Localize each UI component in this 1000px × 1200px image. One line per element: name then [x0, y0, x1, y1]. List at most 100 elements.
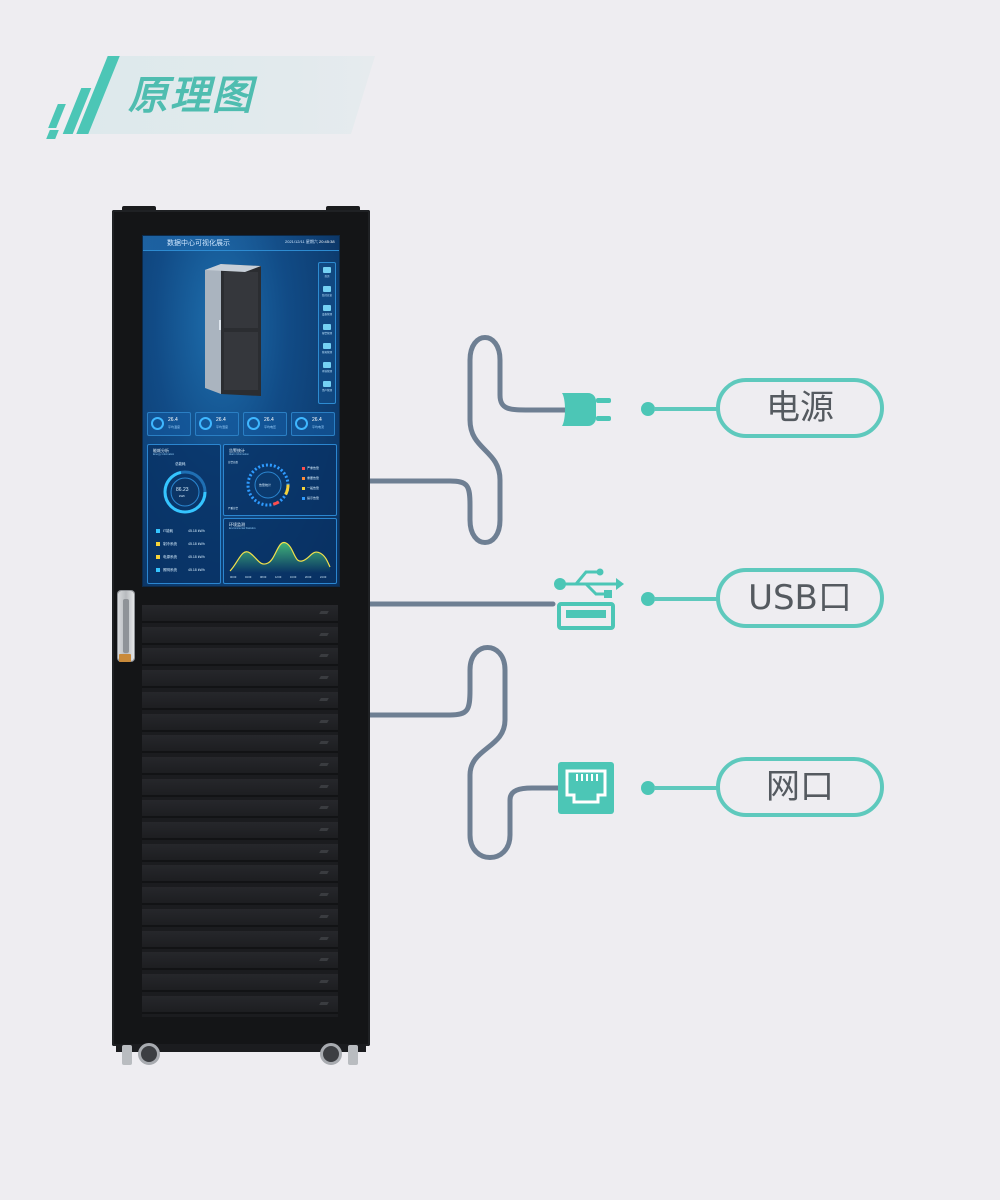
x-tick: 16:00	[290, 576, 297, 579]
drawer-notch	[319, 654, 329, 658]
ring-unit: kWh	[179, 494, 185, 498]
drawer-notch	[319, 719, 329, 723]
drawer-unit	[142, 778, 338, 797]
cabinet-base	[116, 1044, 366, 1052]
drawer-notch	[319, 697, 329, 701]
cabinet-top-cap	[122, 206, 156, 212]
home-icon	[323, 267, 331, 273]
network-cable	[367, 645, 561, 860]
drawer-unit	[142, 713, 338, 732]
drawer-unit	[142, 822, 338, 840]
drawer-notch	[319, 632, 329, 636]
ethernet-port-icon	[558, 762, 614, 814]
ring-value: 86.23	[176, 487, 189, 493]
drawer-unit	[142, 865, 338, 884]
drawer-notch	[319, 871, 329, 875]
legend-swatch	[156, 529, 160, 533]
power-cable	[367, 335, 568, 545]
energy-row-name: IT能耗	[163, 529, 174, 533]
asset-icon	[323, 381, 331, 387]
screen-title: 数据中心可视化展示	[167, 240, 230, 247]
drawer-notch	[319, 784, 329, 788]
drawer-unit	[142, 626, 338, 645]
metric-label: 平均湿度	[216, 425, 229, 429]
screen-header: 数据中心可视化展示 2021/12/11 星期六 20:45:38	[143, 236, 339, 251]
drawer-unit	[142, 691, 338, 710]
energy-row-value: 45.18 kWh	[188, 555, 205, 559]
metric-card: 26.4 平均温度	[147, 412, 191, 436]
legend-swatch	[302, 467, 305, 470]
cabinet-top-cap	[326, 206, 360, 212]
metric-label: 平均电压	[264, 425, 277, 429]
side-nav-label: 首页	[324, 275, 330, 278]
leveling-foot	[122, 1045, 132, 1065]
connector-dot	[641, 781, 655, 795]
energy-row-value: 45.18 kWh	[188, 542, 205, 546]
metric-card: 26.4 平均电压	[243, 412, 287, 436]
alarm-legend: 一般告警	[307, 486, 320, 490]
drawer-notch	[319, 611, 329, 614]
side-nav-label: 能耗管理	[321, 351, 332, 354]
panel-title: 环境监测	[229, 522, 245, 527]
side-nav-label: 报警管理	[321, 332, 332, 335]
alarm-ring	[246, 463, 290, 507]
panel-title: 能耗分析	[153, 448, 169, 453]
gauge-icon	[199, 417, 212, 430]
side-nav-label: 设备管理	[321, 313, 332, 316]
door-handle[interactable]	[118, 591, 134, 661]
power-plug-icon	[562, 393, 611, 426]
alarm-center-label: 告警统计	[259, 483, 272, 487]
energy-panel: 能耗分析 Energy Information 总能耗 86.23 kWh IT…	[147, 444, 221, 584]
drawer-unit	[142, 605, 338, 623]
energy-row-name: 照明系统	[163, 568, 177, 572]
caster-wheel	[138, 1043, 160, 1065]
metric-label: 平均温度	[168, 425, 181, 429]
rack-3d-image	[205, 264, 261, 396]
drawer-notch	[319, 762, 329, 766]
connector-dot	[641, 592, 655, 606]
drawer-unit	[142, 887, 338, 906]
drawer-unit	[142, 930, 338, 949]
legend-swatch	[156, 555, 160, 559]
door-handle-grip	[123, 599, 129, 653]
ring-label: 总能耗	[175, 462, 186, 466]
drawer-unit	[142, 735, 338, 754]
screen-date: 2021/12/11 星期六	[285, 239, 318, 244]
environment-icon	[323, 362, 331, 368]
metric-label: 平均电流	[312, 425, 325, 429]
drawer-unit	[142, 952, 338, 971]
alarm-legend: 重要告警	[307, 476, 320, 480]
drawer-unit	[142, 843, 338, 862]
metric-card: 26.4 平均湿度	[195, 412, 239, 436]
page-title: 原理图	[128, 73, 254, 119]
drawer-unit	[142, 756, 338, 775]
drawer-notch	[319, 806, 329, 810]
energy-row-value: 45.18 kWh	[188, 529, 205, 533]
connector-dot	[641, 402, 655, 416]
energy-row-value: 45.18 kWh	[188, 568, 205, 572]
metric-value: 26.4	[216, 417, 226, 423]
drawer-unit	[142, 973, 338, 992]
caster-wheel	[320, 1043, 342, 1065]
x-tick: 12:00	[275, 576, 282, 579]
screen-time: 20:45:38	[319, 239, 335, 244]
energy-icon	[323, 343, 331, 349]
metric-value: 26.4	[168, 417, 178, 423]
drawer-notch	[319, 741, 329, 745]
panel-subtitle: Alarm Information	[229, 453, 249, 456]
legend-swatch	[156, 542, 160, 546]
panel-subtitle: Environmental Statistics	[229, 527, 256, 530]
energy-ring	[163, 470, 207, 514]
connector-line	[654, 597, 718, 601]
x-tick: 04:00	[245, 576, 252, 579]
environment-line-chart	[229, 541, 331, 573]
device-icon	[323, 305, 331, 311]
cabinet-drawers	[142, 605, 338, 1017]
screen-side-nav: 首页 监控总览 设备管理 报警管理 能耗管理 环境管理 资产管理	[318, 262, 336, 404]
drawer-notch	[319, 676, 329, 680]
panel-title: 告警统计	[229, 448, 245, 453]
x-tick: 20:00	[305, 576, 312, 579]
drawer-notch	[319, 936, 329, 940]
drawer-notch	[319, 849, 329, 853]
